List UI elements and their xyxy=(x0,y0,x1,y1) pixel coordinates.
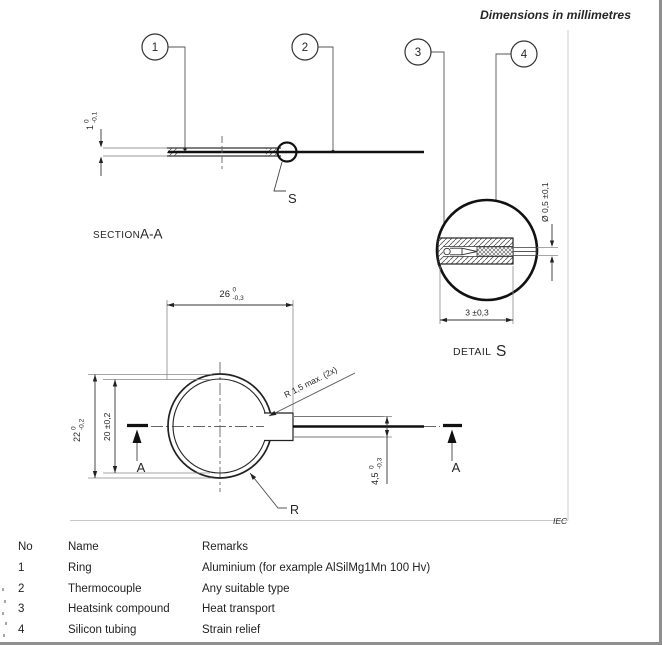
section-title-word: SECTION xyxy=(93,230,140,241)
page-edge-bottom xyxy=(0,642,662,645)
svg-text:R 1,5 max. (2x): R 1,5 max. (2x) xyxy=(282,364,338,399)
scan-artifact xyxy=(2,588,4,591)
ring-view: 26 0 -0,3 22 0 -0,2 20 ±0,2 xyxy=(71,287,462,517)
svg-text:R: R xyxy=(290,503,299,517)
radius-leader: R xyxy=(249,472,299,517)
cutting-plane-arrow-left: A xyxy=(127,423,148,475)
bare-wires xyxy=(513,247,537,256)
cell-remarks: Heat transport xyxy=(202,603,275,615)
scan-artifact xyxy=(3,634,5,637)
wire-braid-section xyxy=(476,246,514,257)
thermocouple-tip xyxy=(443,247,478,256)
fillet-dimension: R 1,5 max. (2x) xyxy=(268,364,356,417)
balloon-number: 2 xyxy=(302,42,308,54)
balloon-number: 3 xyxy=(415,47,421,59)
balloon-4: 4 xyxy=(494,40,538,252)
svg-text:3 ±0,3: 3 ±0,3 xyxy=(465,308,489,318)
tubing-length-dimension: 3 ±0,3 xyxy=(439,266,514,324)
page-edge-right xyxy=(659,0,662,645)
svg-text:4,5: 4,5 xyxy=(370,472,380,485)
technical-drawing: Dimensions in millimetres 1 2 3 4 xyxy=(70,8,631,526)
scan-artifact xyxy=(4,600,6,603)
header-remarks: Remarks xyxy=(202,541,249,553)
svg-text:1: 1 xyxy=(85,125,95,130)
cell-no: 1 xyxy=(18,562,25,574)
detail-leader xyxy=(273,161,286,192)
cell-no: 3 xyxy=(18,603,25,615)
cell-remarks: Aluminium (for example AlSilMg1Mn 100 Hv… xyxy=(202,562,431,574)
section-title-ref: A-A xyxy=(140,227,163,242)
width-dimension: 26 0 -0,3 xyxy=(166,287,294,412)
scan-artifact xyxy=(5,622,7,625)
svg-text:-0,2: -0,2 xyxy=(79,418,86,430)
thickness-dimension: 1 0 -0,1 xyxy=(84,111,104,176)
svg-text:26: 26 xyxy=(219,289,230,300)
scan-artifact xyxy=(2,612,4,615)
balloon-number: 4 xyxy=(521,49,528,61)
cell-remarks: Any suitable type xyxy=(202,583,290,595)
balloon-number: 1 xyxy=(152,42,158,54)
cell-remarks: Strain relief xyxy=(202,624,261,636)
svg-text:A: A xyxy=(452,460,461,475)
svg-text:0: 0 xyxy=(71,426,78,430)
svg-text:-0,3: -0,3 xyxy=(377,457,384,469)
balloon-2: 2 xyxy=(291,33,335,154)
header-name: Name xyxy=(68,541,99,553)
detail-title-ref: S xyxy=(496,343,506,360)
balloon-3: 3 xyxy=(404,38,446,245)
section-view: S 1 0 -0,1 SECTION A-A xyxy=(84,111,424,242)
svg-text:0: 0 xyxy=(369,465,376,469)
svg-text:0: 0 xyxy=(233,287,237,294)
drawing-frame xyxy=(70,30,569,521)
detail-ref-label: S xyxy=(288,191,297,206)
svg-text:-0,1: -0,1 xyxy=(92,111,99,123)
svg-text:20 ±0,2: 20 ±0,2 xyxy=(102,412,112,441)
outer-diameter-dimension: 22 0 -0,2 xyxy=(71,374,212,479)
detail-title-word: DETAIL xyxy=(453,346,491,358)
svg-text:A: A xyxy=(137,460,146,475)
svg-text:22: 22 xyxy=(72,432,82,442)
cell-name: Thermocouple xyxy=(68,583,142,595)
iec-mark: IEC xyxy=(553,516,568,526)
balloon-1: 1 xyxy=(141,33,187,151)
cutting-plane-arrow-right: A xyxy=(443,423,462,475)
cell-name: Heatsink compound xyxy=(68,603,170,615)
wire-diameter-dimension: Ø 0,5 ±0,1 xyxy=(537,182,558,281)
cell-no: 4 xyxy=(18,624,25,636)
detail-view: Ø 0,5 ±0,1 3 ±0,3 DETAIL S xyxy=(435,182,558,360)
strip-width-dimension: 4,5 0 -0,3 xyxy=(369,416,392,485)
svg-text:-0,3: -0,3 xyxy=(233,295,245,302)
header-no: No xyxy=(18,541,33,553)
cell-name: Ring xyxy=(68,562,92,574)
detail-circle-marker xyxy=(276,141,298,163)
cell-name: Silicon tubing xyxy=(68,624,137,636)
cell-no: 2 xyxy=(18,583,25,595)
dimensions-note: Dimensions in millimetres xyxy=(480,8,631,22)
svg-text:0: 0 xyxy=(84,119,91,123)
svg-text:Ø 0,5 ±0,1: Ø 0,5 ±0,1 xyxy=(540,182,550,222)
inner-diameter-dimension: 20 ±0,2 xyxy=(102,379,210,474)
